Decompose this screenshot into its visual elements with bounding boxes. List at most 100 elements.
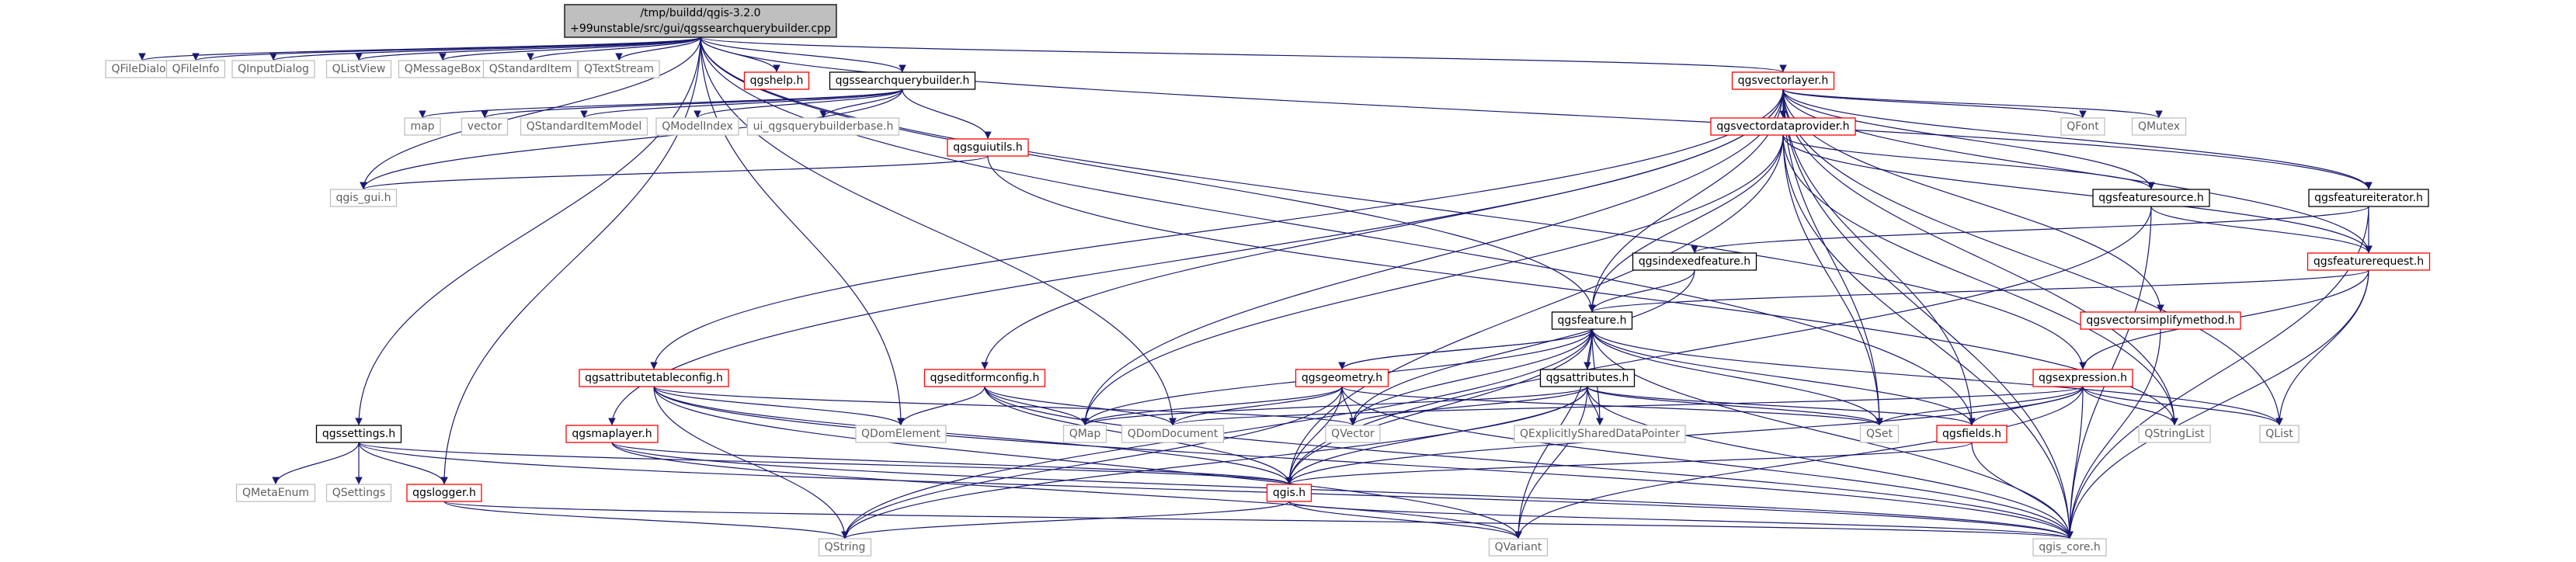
edge-qgsvectorlayer-to-qgseditformconfig [981, 88, 1784, 370]
node-qvariant: QVariant [1488, 538, 1549, 557]
edge-qgsfeaturerequest-to-qgsfeature [1588, 269, 2369, 313]
node-vector: vector [461, 117, 509, 136]
node-qgsattributes[interactable]: qgsattributes.h [1539, 369, 1636, 387]
node-label: QSet [1866, 428, 1893, 440]
edge-qgsattributetableconfig-to-qdomelement [653, 386, 905, 426]
node-box [746, 117, 900, 136]
node-qgsfeaturesource[interactable]: qgsfeaturesource.h [2092, 189, 2210, 207]
node-label: ui_qgsquerybuilderbase.h [753, 120, 894, 133]
node-qgsattributetableconfig[interactable]: qgsattributetableconfig.h [579, 369, 729, 387]
edge-root-to-qgssettings [355, 36, 701, 426]
node-label: QListView [332, 63, 386, 75]
node-qgsfeaturerequest[interactable]: qgsfeaturerequest.h [2307, 252, 2431, 271]
node-label: QMap [1069, 428, 1101, 440]
node-label: QStringList [2144, 428, 2205, 440]
edge-qgsexpression-to-qlist [2082, 386, 2283, 426]
node-box [1488, 538, 1549, 557]
node-box [2307, 252, 2431, 271]
node-label: qgis_core.h [2039, 541, 2101, 553]
node-box [2308, 189, 2429, 207]
node-qgsvectorsimplifymethod[interactable]: qgsvectorsimplifymethod.h [2080, 311, 2241, 330]
node-qgsfeature[interactable]: qgsfeature.h [1551, 311, 1633, 330]
node-qgsguiutils[interactable]: qgsguiutils.h [947, 138, 1029, 157]
edge-qgsvectordataprovider-to-qgsfeaturerequest [1782, 134, 2373, 254]
node-qgsgeometry[interactable]: qgsgeometry.h [1295, 369, 1389, 387]
node-qgis[interactable]: qgis.h [1266, 484, 1312, 502]
node-label: QTextStream [584, 63, 654, 75]
node-label: qgslogger.h [412, 487, 476, 499]
node-box [165, 60, 226, 78]
node-qmutex: QMutex [2131, 117, 2187, 136]
node-box [2138, 425, 2211, 443]
edge-root-to-qmessagebox [439, 36, 701, 61]
node-qgsvectordataprovider[interactable]: qgsvectordataprovider.h [1710, 117, 1856, 136]
node-box [947, 138, 1029, 157]
node-qgshelp[interactable]: qgshelp.h [743, 71, 810, 90]
node-qfont: QFont [2060, 117, 2105, 136]
node-box [2131, 117, 2187, 136]
node-qdomdocument: QDomDocument [1121, 425, 1225, 443]
node-box [578, 60, 660, 78]
edge-qgsattributes-to-qmap [1081, 386, 1588, 426]
edge-qgsvectorlayer-to-qgsfeaturesource [1782, 88, 2155, 190]
node-qgssearchquerybuilder[interactable]: qgssearchquerybuilder.h [829, 71, 976, 90]
edge-qgslogger-to-qgiscore [443, 501, 2073, 539]
node-qtextstream: QTextStream [578, 60, 660, 78]
edge-qgsvectordataprovider-to-qset [1782, 134, 1883, 426]
edge-qgsvectorlayer-to-qgsfeatureiterator [1782, 88, 2373, 190]
node-label: /tmp/buildd/qgis-3.2.0 [640, 7, 760, 19]
node-label: qgsfeaturesource.h [2098, 192, 2203, 204]
node-label: QDomElement [861, 428, 940, 440]
node-label: qgsgeometry.h [1302, 372, 1382, 384]
node-label: QMessageBox [405, 63, 481, 75]
node-qgisgui: qgis_gui.h [329, 189, 398, 207]
edge-root-to-qgsfields [700, 36, 1976, 426]
node-map: map [404, 117, 441, 136]
edge-qgsvectorsimplifymethod-to-qgiscore [2066, 328, 2161, 539]
node-qsettings: QSettings [325, 484, 392, 502]
edge-qgsvectorlayer-to-qgiscore [1782, 88, 2074, 539]
node-label: qgsmaplayer.h [572, 428, 652, 440]
edge-qgssearchquerybuilder-to-qmodelindex [694, 88, 903, 119]
node-qgsexpression[interactable]: qgsexpression.h [2032, 369, 2133, 387]
node-label: QSettings [332, 487, 385, 499]
node-qexplicitlyshareddatapointer: QExplicitlySharedDataPointer [1514, 425, 1686, 443]
edge-qgsvectorlayer-to-qmutex [1782, 88, 2163, 119]
node-qgssettings[interactable]: qgssettings.h [315, 425, 402, 443]
node-qgsindexedfeature[interactable]: qgsindexedfeature.h [1632, 252, 1757, 271]
edge-qgsexpression-to-qset [1876, 386, 2084, 426]
edge-root-to-qinputdialog [269, 36, 701, 61]
node-root[interactable]: /tmp/buildd/qgis-3.2.0+99unstable/src/gu… [564, 4, 837, 38]
edge-qgsattributes-to-qgis [1285, 386, 1588, 485]
edge-qgsfeature-to-qgis [1285, 328, 1593, 485]
edge-root-to-qtextstream [615, 36, 701, 61]
node-label: qgsvectordataprovider.h [1716, 120, 1849, 133]
node-box [2092, 189, 2210, 207]
edge-qgsvectorlayer-to-qgsmaplayer [608, 88, 1784, 426]
edge-qgsattributes-to-qvariant [1514, 386, 1588, 539]
edge-qgsvectorlayer-to-qset [1782, 88, 1883, 426]
node-box [1514, 425, 1686, 443]
node-label: QModelIndex [662, 120, 733, 133]
edge-qgsfeature-to-qset [1591, 328, 1883, 426]
node-label: qgsattributes.h [1546, 372, 1629, 384]
edge-qgsvectorlayer-to-qgsattributetableconfig [650, 88, 1784, 370]
node-qlist: QList [2259, 425, 2300, 443]
node-qfiledialog: QFileDialog [105, 60, 179, 78]
node-qgsfeatureiterator[interactable]: qgsfeatureiterator.h [2308, 189, 2429, 207]
node-label: QFileInfo [172, 63, 220, 75]
node-qgseditformconfig[interactable]: qgseditformconfig.h [923, 369, 1046, 387]
node-qgsvectorlayer[interactable]: qgsvectorlayer.h [1731, 71, 1835, 90]
edge-qgsattributes-to-qset [1587, 386, 1883, 426]
node-qgslogger[interactable]: qgslogger.h [406, 484, 482, 502]
edge-qgsfeaturesource-to-qgsfeaturerequest [2150, 206, 2373, 254]
edge-root-to-qlistview [355, 36, 701, 61]
node-label: vector [468, 120, 502, 133]
node-qgsfields[interactable]: qgsfields.h [1936, 425, 2008, 443]
edge-qgsvectorlayer-to-qlist [1782, 88, 2283, 426]
node-box [743, 71, 810, 90]
node-box [231, 60, 315, 78]
node-qgsmaplayer[interactable]: qgsmaplayer.h [565, 425, 659, 443]
edge-qgssearchquerybuilder-to-uiqgsquerybuilderbase [819, 88, 903, 119]
